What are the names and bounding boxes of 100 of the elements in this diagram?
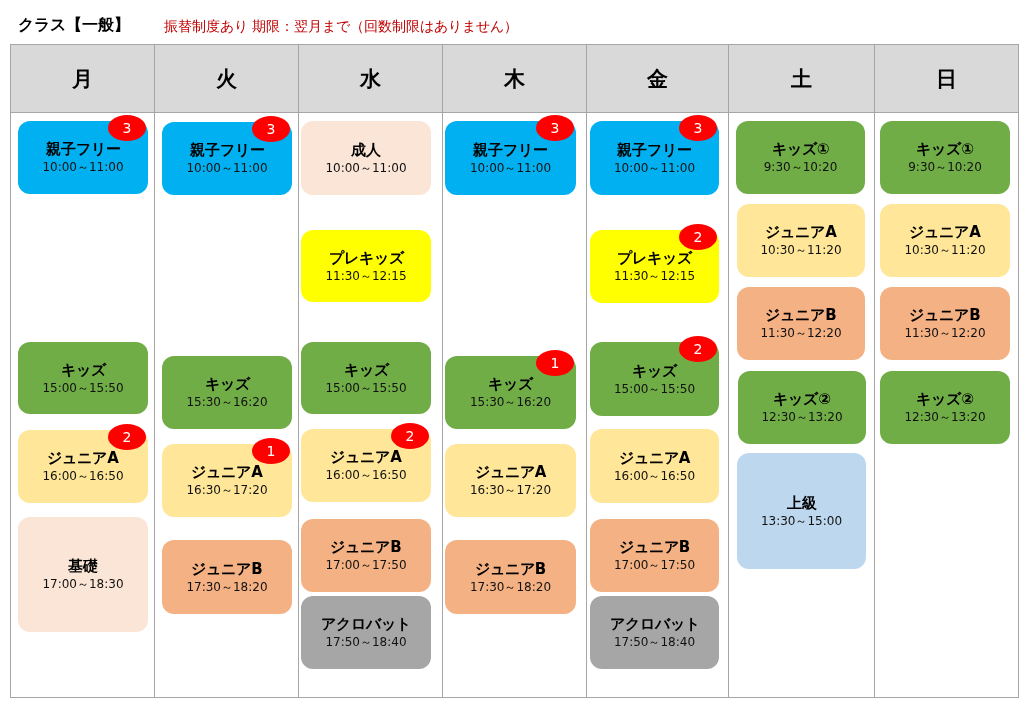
class-time: 13:30～15:00	[760, 512, 843, 529]
class-time: 11:30～12:20	[760, 325, 842, 341]
class-time: 12:30～13:20	[761, 409, 843, 425]
class-name: キッズ	[204, 375, 250, 394]
class-name: ジュニアA	[765, 223, 837, 242]
class-time: 10:00～11:00	[186, 160, 268, 176]
class-time: 9:30～10:20	[908, 159, 982, 175]
count-badge: 1	[252, 438, 290, 464]
class-time: 16:00～16:50	[325, 467, 407, 483]
note: 振替制度あり 期限：翌月まで（回数制限はありません）	[164, 18, 519, 36]
class-box	[445, 444, 576, 517]
class-box	[737, 453, 866, 569]
class-name: キッズ①	[771, 140, 830, 159]
class-box	[590, 429, 719, 503]
class-name: 親子フリー	[45, 140, 121, 159]
class-name: アクロバット	[321, 615, 411, 634]
class-name: ジュニアA	[618, 448, 691, 468]
class-name: 成人	[351, 140, 381, 160]
class-box	[737, 204, 865, 277]
class-box	[301, 121, 431, 195]
class-name: キッズ	[343, 360, 389, 380]
class-name: プレキッズ	[617, 249, 692, 268]
class-box	[880, 287, 1010, 360]
class-time: 10:30～11:20	[904, 242, 986, 258]
class-name: ジュニアA	[47, 449, 119, 468]
class-box	[18, 342, 148, 414]
class-name: アクロバット	[609, 615, 700, 634]
class-box	[162, 356, 292, 429]
class-name: 親子フリー	[473, 140, 548, 160]
count-badge: 2	[108, 424, 146, 450]
class-time: 9:30～10:20	[763, 159, 838, 175]
class-time: 16:00～16:50	[42, 468, 124, 484]
count-badge: 3	[252, 116, 290, 142]
class-name: キッズ②	[916, 390, 974, 409]
class-time: 11:30～12:15	[325, 267, 407, 284]
class-name: 親子フリー	[617, 140, 692, 160]
class-time: 15:00～15:50	[613, 380, 696, 397]
class-time: 10:00～11:00	[469, 159, 552, 176]
class-box	[736, 121, 865, 194]
class-name: ジュニアB	[191, 559, 263, 579]
count-badge: 2	[679, 336, 717, 362]
class-name: ジュニアB	[909, 306, 981, 325]
class-time: 17:50～18:40	[613, 634, 696, 650]
class-box	[301, 519, 431, 592]
class-name: 親子フリー	[189, 141, 265, 160]
class-name: キッズ	[632, 361, 677, 381]
class-name: キッズ	[60, 360, 106, 380]
day-column	[154, 44, 299, 698]
class-time: 17:50～18:40	[325, 634, 407, 650]
class-time: 15:00～15:50	[325, 379, 407, 396]
day-column	[874, 44, 1019, 698]
class-name: ジュニアA	[474, 463, 547, 482]
day-column	[586, 44, 729, 698]
class-box	[737, 287, 865, 360]
day-column	[442, 44, 587, 698]
count-badge: 3	[536, 115, 574, 141]
day-header: 土	[729, 44, 874, 113]
class-time: 12:30～13:20	[904, 409, 986, 425]
class-box	[445, 540, 576, 614]
class-box	[880, 121, 1010, 194]
day-header: 水	[299, 44, 442, 113]
class-box	[301, 342, 431, 414]
class-time: 15:30～16:20	[469, 394, 552, 410]
class-name: キッズ	[488, 375, 533, 394]
class-time: 15:00～15:50	[42, 379, 124, 396]
class-box	[880, 371, 1010, 444]
count-badge: 2	[679, 224, 717, 250]
day-header: 金	[587, 44, 728, 113]
class-box	[590, 519, 719, 592]
class-time: 17:30～18:20	[469, 578, 552, 595]
class-box	[738, 371, 866, 444]
title: クラス【一般】	[18, 15, 130, 36]
class-box	[301, 230, 431, 302]
class-name: ジュニアA	[191, 463, 263, 482]
class-name: キッズ②	[773, 390, 831, 409]
class-time: 10:00～11:00	[325, 159, 407, 176]
day-column	[10, 44, 155, 698]
class-time: 17:30～18:20	[186, 578, 268, 595]
class-time: 15:30～16:20	[186, 394, 268, 410]
class-time: 16:30～17:20	[469, 482, 552, 498]
count-badge: 3	[108, 115, 146, 141]
class-time: 11:30～12:20	[904, 325, 986, 341]
class-name: ジュニアB	[618, 538, 691, 557]
class-time: 10:30～11:20	[760, 242, 842, 258]
count-badge: 1	[536, 350, 574, 376]
class-name: 基礎	[68, 557, 98, 576]
class-time: 16:00～16:50	[613, 467, 696, 484]
day-header: 木	[443, 44, 586, 113]
class-name: ジュニアB	[330, 538, 402, 557]
count-badge: 2	[391, 423, 429, 449]
class-box	[18, 517, 148, 632]
class-name: ジュニアA	[330, 448, 402, 467]
class-box	[301, 596, 431, 669]
class-time: 10:00～11:00	[42, 159, 124, 175]
class-box	[162, 540, 292, 614]
class-time: 17:00～17:50	[325, 557, 407, 573]
class-name: プレキッズ	[328, 248, 404, 268]
class-time: 17:00～18:30	[42, 576, 124, 592]
class-time: 16:30～17:20	[186, 482, 268, 498]
class-box	[880, 204, 1010, 277]
